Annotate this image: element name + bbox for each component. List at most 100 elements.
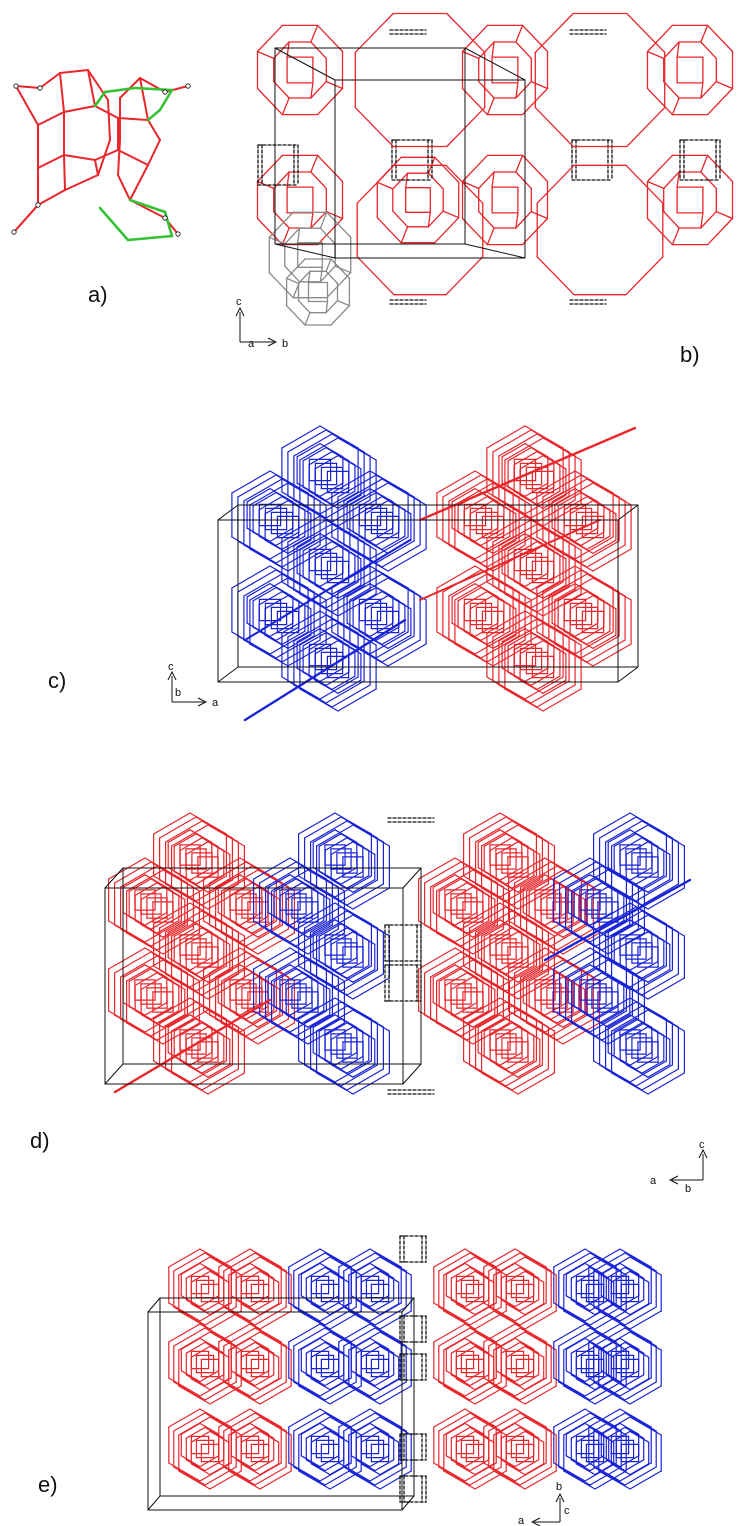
- framework-bond-gray: [297, 227, 301, 244]
- framework-bond-blue: [296, 532, 321, 548]
- framework-bond-red: [454, 643, 494, 667]
- framework-bond-red: [505, 870, 529, 885]
- framework-bond-red: [254, 1381, 287, 1401]
- framework-bond-blue: [600, 1455, 621, 1468]
- framework-bond-blue: [358, 496, 383, 511]
- framework-bond-red: [517, 1026, 541, 1041]
- framework-bond-blue: [629, 965, 668, 988]
- framework-bond-red: [483, 1248, 516, 1268]
- framework-bond-blue: [570, 869, 609, 892]
- framework-bond-red: [190, 1345, 211, 1358]
- framework-bond-red: [156, 928, 194, 951]
- framework-bond-red: [486, 639, 526, 663]
- framework-bond-red: [113, 998, 272, 1094]
- framework-bond-red: [119, 865, 158, 888]
- framework-bond-red: [542, 494, 567, 509]
- panel-c-axis-vertical: c: [168, 661, 174, 673]
- framework-bond-red: [37, 189, 66, 206]
- framework-bond-red: [492, 643, 532, 667]
- framework-bond-blue: [387, 482, 427, 506]
- framework-bond-blue: [375, 540, 415, 564]
- framework-bond-blue: [589, 1381, 622, 1401]
- framework-bond-red: [663, 210, 680, 229]
- framework-bond-blue: [324, 1426, 345, 1439]
- framework-bond-blue: [302, 447, 327, 462]
- framework-bond-blue: [374, 1341, 395, 1354]
- framework-bond-red: [499, 875, 538, 898]
- framework-bond-red: [185, 1341, 206, 1354]
- framework-bond-blue: [605, 1426, 626, 1439]
- framework-bond-blue: [289, 911, 313, 926]
- framework-bond-red: [436, 470, 476, 494]
- framework-bond-red: [178, 1256, 211, 1276]
- framework-bond-red: [125, 932, 164, 955]
- framework-bond-blue: [629, 1345, 650, 1358]
- framework-bond-red: [524, 1463, 545, 1476]
- framework-bond-red: [517, 1063, 541, 1078]
- framework-bond-red: [450, 1013, 474, 1028]
- framework-bond-red: [445, 1370, 466, 1383]
- framework-bond-red: [445, 1295, 466, 1308]
- framework-bond-blue: [375, 635, 415, 659]
- framework-bond-blue: [340, 969, 378, 992]
- framework-bond-red: [625, 164, 664, 204]
- framework-bond-red: [259, 1385, 292, 1405]
- framework-bond-blue: [314, 455, 339, 470]
- framework-bond-blue: [369, 527, 394, 543]
- framework-bond-blue: [319, 1337, 340, 1350]
- framework-bond-red: [524, 1345, 545, 1358]
- framework-bond-red: [514, 1408, 547, 1428]
- framework-bond-red: [235, 1341, 256, 1354]
- framework-bond-gray: [334, 265, 352, 274]
- framework-bond-blue: [337, 494, 362, 509]
- framework-bond-red: [513, 951, 552, 974]
- framework-bond-gray: [330, 305, 351, 326]
- framework-bond-blue: [374, 1426, 395, 1439]
- framework-bond-blue: [379, 1416, 412, 1436]
- framework-bond-red: [434, 156, 460, 183]
- framework-bond-blue: [343, 573, 383, 597]
- panel-e-axis-vertical: b: [556, 1481, 562, 1493]
- framework-bond-red: [438, 1252, 471, 1272]
- panel-d-unit-cell: [104, 867, 422, 1085]
- framework-bond-blue: [288, 1408, 321, 1428]
- framework-bond-blue: [271, 959, 309, 982]
- framework-bond-red: [147, 139, 161, 166]
- framework-bond-red: [107, 947, 146, 970]
- framework-bond-gray: [319, 227, 336, 245]
- framework-bond-blue: [243, 478, 283, 502]
- framework-bond-red: [464, 1262, 485, 1275]
- framework-bond-red: [474, 536, 514, 560]
- framework-bond-red: [548, 573, 588, 597]
- framework-bond-red: [249, 1262, 270, 1275]
- framework-bond-red: [147, 119, 161, 141]
- framework-bond-blue: [287, 548, 327, 572]
- highlight-ring-green: [146, 108, 162, 122]
- framework-bond-red: [483, 923, 507, 938]
- framework-bond-red: [59, 69, 89, 74]
- framework-bond-red: [475, 820, 513, 843]
- framework-bond-red: [519, 1252, 552, 1272]
- framework-bond-blue: [350, 1370, 371, 1383]
- framework-bond-gray: [268, 236, 286, 245]
- framework-bond-blue: [379, 1310, 412, 1330]
- framework-bond-red: [209, 1303, 230, 1316]
- framework-bond-red: [517, 931, 541, 946]
- framework-bond-blue: [243, 573, 283, 597]
- framework-bond-red: [481, 977, 519, 1000]
- framework-bond-blue: [613, 1018, 637, 1033]
- framework-bond-blue: [301, 919, 325, 934]
- framework-bond-blue: [312, 919, 336, 934]
- panel-d: c a b d): [30, 812, 708, 1195]
- framework-bond-red: [530, 671, 555, 687]
- framework-bond-blue: [374, 1374, 395, 1387]
- framework-bond-red: [461, 217, 489, 246]
- framework-bond-red: [480, 626, 505, 642]
- framework-bond-red: [113, 861, 152, 884]
- framework-bond-blue: [598, 816, 637, 839]
- framework-bond-gray: [307, 270, 311, 284]
- framework-bond-red: [310, 154, 319, 173]
- framework-bond-blue: [298, 1331, 331, 1351]
- framework-bond-red: [542, 569, 582, 593]
- framework-bond-blue: [295, 924, 333, 947]
